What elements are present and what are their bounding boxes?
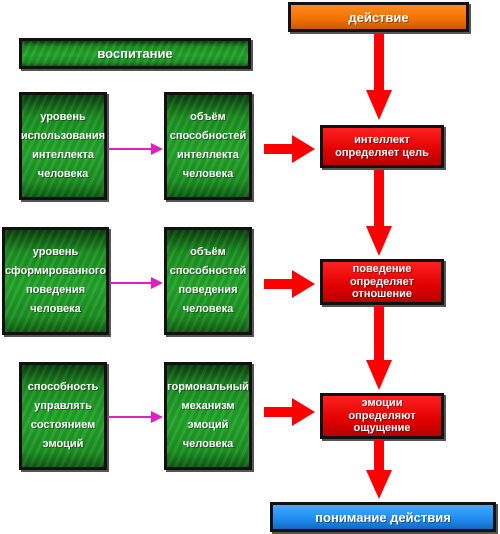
row1-right-box: интеллект определяет цель (320, 125, 444, 168)
row3-right-box: эмоции определяют ощущение (320, 393, 444, 439)
action-label: действие (348, 9, 409, 25)
arrow-row2-left-to-mid (110, 277, 163, 289)
arrow-row2-mid-to-right (264, 270, 315, 298)
row3-right-label: эмоции определяют ощущение (348, 397, 416, 435)
row1-left-label: уровень использования интеллекта человек… (20, 110, 106, 181)
arrow-emotions-to-understanding (366, 440, 392, 499)
row3-mid-box: гормональный механизм эмоций человека (164, 362, 252, 470)
arrow-intellect-to-behavior (366, 170, 392, 256)
row2-left-label: уровень сформированного поведения челове… (4, 245, 107, 316)
row2-left-box: уровень сформированного поведения челове… (2, 227, 109, 335)
action-box: действие (288, 2, 469, 32)
row3-left-box: способность управлять состоянием эмоций (19, 362, 107, 470)
upbringing-box: воспитание (19, 38, 251, 69)
row2-mid-box: объём способностей поведения человека (164, 227, 252, 335)
arrow-row3-left-to-mid (108, 411, 163, 423)
understanding-label: понимание действия (315, 509, 451, 525)
understanding-box: понимание действия (270, 502, 496, 532)
row2-right-box: поведение определяет отношение (320, 259, 444, 305)
upbringing-label: воспитание (97, 45, 173, 61)
arrow-behavior-to-emotions (366, 306, 392, 390)
row1-mid-label: объём способностей интеллекта человека (169, 110, 247, 181)
row2-right-label: поведение определяет отношение (349, 263, 415, 301)
row1-left-box: уровень использования интеллекта человек… (19, 92, 107, 200)
row3-mid-label: гормональный механизм эмоций человека (167, 380, 249, 451)
arrow-row1-mid-to-right (264, 135, 315, 163)
row2-mid-label: объём способностей поведения человека (169, 245, 247, 316)
row1-right-label: интеллект определяет цель (335, 133, 429, 159)
arrow-row1-left-to-mid (108, 143, 163, 155)
row1-mid-box: объём способностей интеллекта человека (164, 92, 252, 200)
row3-left-label: способность управлять состоянием эмоций (27, 380, 99, 451)
arrow-row3-mid-to-right (264, 398, 315, 426)
arrow-action-to-intellect (366, 33, 392, 120)
